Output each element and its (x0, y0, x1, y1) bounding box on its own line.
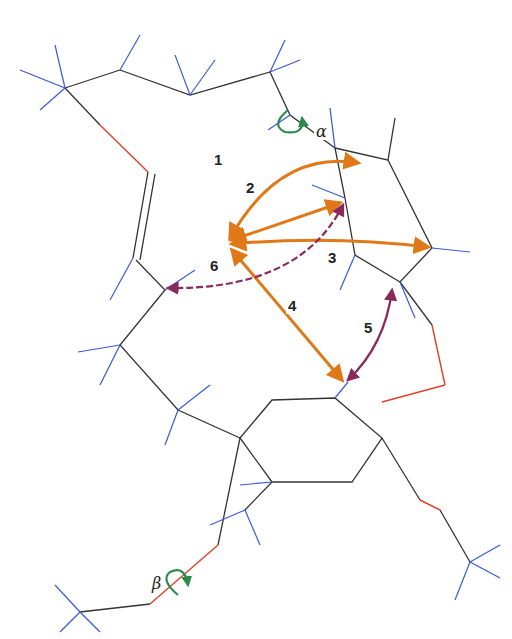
callout-number: 6 (208, 258, 220, 274)
callout-number: 2 (244, 180, 256, 196)
callout-number: 3 (326, 250, 338, 266)
rotation-label: β (150, 576, 163, 592)
callout-number: 5 (362, 320, 374, 336)
rotation-label: α (314, 124, 329, 140)
callout-number: 4 (286, 298, 298, 314)
callout-number: 1 (212, 152, 224, 168)
